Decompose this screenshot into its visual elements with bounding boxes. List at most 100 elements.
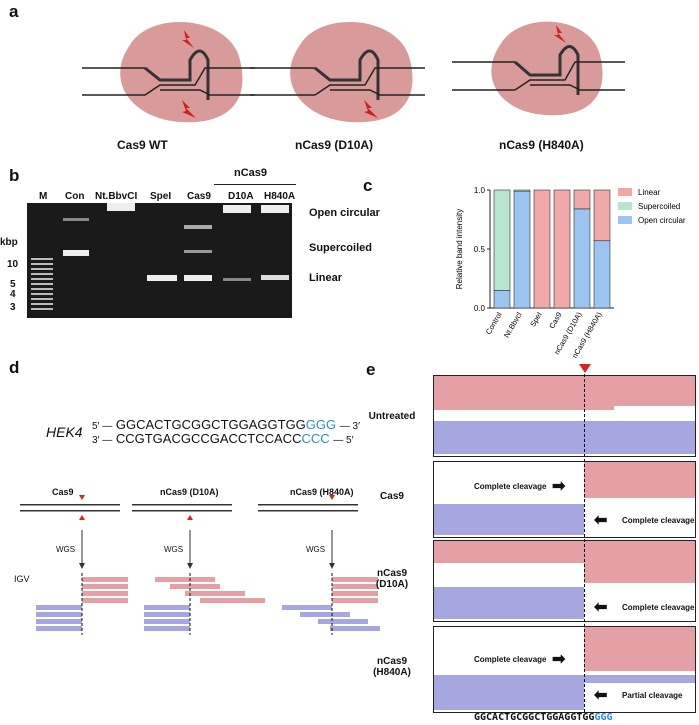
ncas9-d10a-diagram [250, 22, 425, 123]
caption-ncas9-d10a: nCas9 (D10A) [295, 138, 374, 152]
row-label-d10a: nCas9(D10A) [375, 568, 409, 590]
lane-label-cas9: Cas9 [187, 191, 211, 202]
y-tick-label: 0.5 [474, 245, 486, 254]
wgs-label-1: WGS [56, 545, 76, 554]
arrow-left-icon: ⬅ [594, 687, 608, 704]
complete-cleavage-label-cas9-bottom: Complete cleavage [622, 516, 695, 525]
legend-swatch [618, 202, 632, 210]
kbp-label: kbp [0, 237, 18, 248]
legend-label: Supercoiled [638, 202, 680, 211]
lane-label-nt-bbvci: Nt.BbvCI [95, 191, 138, 202]
panel-e-sequence: GGCACTGCGGCTGGAGGTGGGGG [474, 712, 612, 723]
row-label-cas9: Cas9 [380, 491, 404, 502]
panel-b-label: b [9, 166, 20, 185]
bar-segment [593, 189, 611, 242]
ladder-4: 4 [10, 289, 16, 300]
x-tick-label: Cas9 [547, 311, 564, 331]
igv-track-h840a: Complete cleavage ➡ ⬅ Partial cleavage [433, 626, 696, 713]
y-axis-label: Relative band intensity [455, 209, 464, 290]
caption-cas9-wt: Cas9 WT [117, 138, 168, 152]
ladder-10: 10 [7, 259, 19, 270]
y-tick-label: 0.0 [474, 304, 486, 313]
lane-label-d10a: D10A [228, 191, 254, 202]
bar-segment [573, 189, 591, 210]
x-tick-label: SpeI [528, 311, 544, 329]
legend-label: Open circular [638, 216, 686, 225]
arrow-left-icon: ⬅ [594, 512, 608, 529]
legend-swatch [618, 188, 632, 196]
row-label-h840a: nCas9(H840A) [373, 656, 411, 678]
sequence-bottom: 3′ — CCGTGACGCCGACCTCCACCCCC — 5′ [92, 431, 353, 446]
mini-seq-d10a [132, 504, 232, 512]
bar-segment [573, 208, 591, 309]
band-label-supercoiled: Supercoiled [309, 242, 372, 254]
seq-bot: CCGTGACGCCGACCTCCACC [115, 431, 302, 446]
seq-top: GGCACTGCGGCTGGAGGTGG [115, 417, 306, 432]
ncas9-header: nCas9 [234, 167, 268, 179]
e-seq: GGCACTGCGGCTGGAGGTGG [474, 712, 595, 723]
bar-segment [513, 190, 531, 309]
legend-label: Linear [638, 188, 661, 197]
lane-label-m: M [39, 191, 48, 202]
lane-label-h840a: H840A [264, 191, 296, 202]
seq-bot-prefix: 3′ — [92, 435, 113, 446]
seq-bot-pam: CCC [301, 431, 330, 446]
lane-label-spei: SpeI [150, 191, 172, 202]
panel-e-label: e [366, 360, 376, 379]
panel-c-label: c [363, 176, 373, 195]
wgs-label-3: WGS [306, 545, 326, 554]
ladder-3: 3 [10, 302, 16, 313]
igv-track-cas9: Complete cleavage ➡ ⬅ Complete cleavage [433, 461, 696, 538]
panel-d-label: d [9, 358, 20, 377]
seq-top-prefix: 5′ — [92, 421, 113, 432]
igv-label: IGV [14, 574, 30, 584]
ncas9-header-line [214, 184, 296, 185]
partial-cleavage-label-h840a: Partial cleavage [622, 691, 683, 700]
gel-bands [31, 203, 289, 310]
cut-site-arrow [579, 364, 591, 373]
ladder-5: 5 [10, 279, 16, 290]
caption-ncas9-h840a: nCas9 (H840A) [499, 138, 584, 152]
bar-segment [553, 189, 571, 309]
wgs-label-2: WGS [164, 545, 184, 554]
igv-track-untreated [433, 375, 696, 457]
arrow-right-icon: ➡ [552, 651, 566, 668]
mini-seq-cas9 [20, 504, 120, 512]
gene-name: HEK4 [46, 424, 83, 440]
complete-cleavage-label-d10a: Complete cleavage [622, 603, 695, 612]
e-seq-pam: GGG [594, 712, 613, 723]
band-label-open-circular: Open circular [309, 207, 380, 219]
mini-seq-h840a [258, 504, 358, 512]
enzyme-cas9: Cas9 [52, 487, 74, 497]
panel-a-diagrams [82, 21, 625, 123]
enzyme-ncas9-d10a: nCas9 (D10A) [160, 487, 219, 497]
enzyme-ncas9-h840a: nCas9 (H840A) [290, 487, 354, 497]
seq-top-suffix: — 3′ [339, 421, 360, 432]
lane-label-con: Con [65, 191, 85, 202]
bar-segment [493, 189, 511, 291]
band-label-linear: Linear [309, 272, 343, 284]
gel-image [27, 203, 292, 318]
bar-segment [593, 240, 611, 309]
ncas9-h840a-diagram [452, 21, 625, 116]
x-tick-label: Control [484, 310, 504, 336]
row-label-untreated: Untreated [368, 411, 416, 422]
complete-cleavage-label-cas9-top: Complete cleavage [474, 482, 547, 491]
y-tick-label: 1.0 [474, 186, 486, 195]
bar-segment [533, 189, 551, 309]
bar-segment [513, 189, 531, 192]
sequence-top: 5′ — GGCACTGCGGCTGGAGGTGGGGG — 3′ [92, 417, 360, 432]
seq-bot-suffix: — 5′ [333, 435, 354, 446]
legend-swatch [618, 216, 632, 224]
panel-d-schematic [20, 495, 380, 635]
igv-track-d10a: ⬅ Complete cleavage [433, 540, 696, 622]
bar-segment [493, 290, 511, 309]
seq-top-pam: GGG [305, 417, 337, 432]
arrow-left-icon: ⬅ [594, 599, 608, 616]
x-tick-label: Nt.Bbvcl [502, 310, 524, 339]
complete-cleavage-label-h840a: Complete cleavage [474, 655, 547, 664]
panel-a-label: a [9, 2, 19, 21]
cut-site-dashed-line [584, 374, 585, 712]
arrow-right-icon: ➡ [552, 478, 566, 495]
